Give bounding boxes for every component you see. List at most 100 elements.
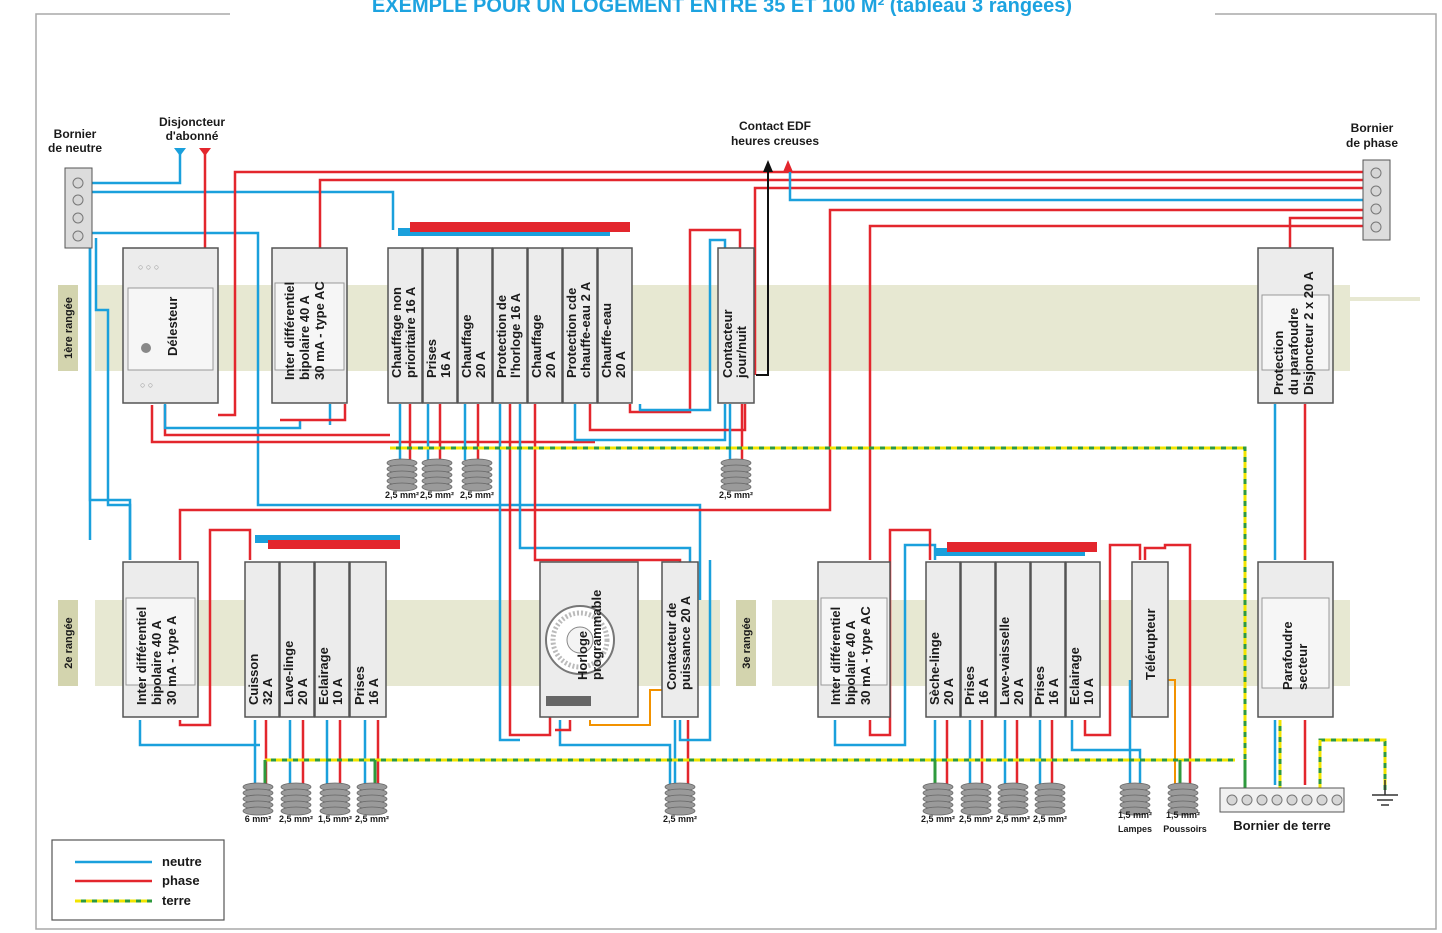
row2-label: 2e rangée (63, 617, 75, 668)
breaker-lave-linge-line1: Lave-linge (281, 641, 296, 705)
cable-row3-label-4: 2,5 mm² (1033, 814, 1067, 824)
breaker-group-row3 (925, 561, 1101, 718)
cable-row3-label-2: 2,5 mm² (959, 814, 993, 824)
busbar-phase-row1 (410, 222, 630, 232)
module-parafoudre (1257, 561, 1334, 718)
earth-terminal-label: Bornier de terre (1233, 818, 1331, 833)
protection-parafoudre-line1: Protection (1271, 331, 1286, 395)
breaker-cuisson-line2: 32 A (260, 677, 275, 705)
breaker-cde-chauffe-eau-line2: chauffe-eau 2 A (578, 281, 593, 378)
module-delesteur-label: Délesteur (165, 297, 180, 356)
module-delesteur: ○ ○ ○ ○ ○ (122, 247, 219, 404)
cable-gland (1034, 782, 1066, 816)
cable-caption-lamps: Lampes (1118, 824, 1152, 834)
breaker-prises-row1-line1: Prises (424, 339, 439, 378)
cable-gland (461, 458, 493, 492)
svg-text:○ ○: ○ ○ (140, 380, 153, 390)
breaker-chauffage-1-line1: Chauffage (459, 314, 474, 378)
breaker-prises-row3a-line1: Prises (962, 666, 977, 705)
breaker-group-row2 (244, 561, 387, 718)
breaker-chauffe-eau-line2: 20 A (613, 350, 628, 378)
parafoudre-line1: Parafoudre (1280, 621, 1295, 690)
disjoncteur-label-1: Disjoncteur (159, 115, 225, 129)
phase-terminal-label-1: Bornier (1351, 121, 1394, 135)
horloge-label-line1: Horloge (575, 631, 590, 680)
breaker-chauffage-1-line2: 20 A (473, 350, 488, 378)
contacteur-jour-nuit-line1: Contacteur (720, 309, 735, 378)
breaker-chauffe-eau-line1: Chauffe-eau (599, 303, 614, 378)
earth-terminal-block (1219, 787, 1345, 813)
module-inter-diff-row1 (271, 247, 348, 404)
edf-contact-label-2: heures creuses (731, 134, 819, 148)
breaker-prises-row1-line2: 16 A (438, 350, 453, 378)
cable-gland (421, 458, 453, 492)
breaker-prises-row2-line2: 16 A (366, 677, 381, 705)
diagram-title: EXEMPLE POUR UN LOGEMENT ENTRE 35 ET 100… (372, 0, 1072, 17)
cable-row3-label-1: 2,5 mm² (921, 814, 955, 824)
protection-parafoudre-line2: du parafoudre (1286, 308, 1301, 395)
horloge-label-line2: programmable (589, 590, 604, 680)
breaker-lave-linge-line2: 20 A (295, 677, 310, 705)
breaker-chauffage-np-line1: Chauffage non (389, 287, 404, 378)
breaker-seche-linge-line2: 20 A (941, 677, 956, 705)
breaker-prises-row3a-line2: 16 A (976, 677, 991, 705)
cable-row1-label-4: 2,5 mm² (719, 490, 753, 500)
cable-row1-label-2: 2,5 mm² (420, 490, 454, 500)
breaker-horloge-line1: Protection de (494, 295, 509, 378)
module-inter-diff-row2 (122, 561, 199, 718)
breaker-eclairage-row2-line2: 10 A (330, 677, 345, 705)
breaker-prises-row3b-line1: Prises (1032, 666, 1047, 705)
legend (51, 839, 225, 921)
cable-row3-label-5: 1,5 mm² (1118, 810, 1152, 820)
legend-phase: phase (162, 873, 200, 888)
row1-label: 1ère rangée (63, 297, 75, 359)
contacteur-jour-nuit-line2: jour/nuit (734, 325, 749, 379)
breaker-prises-row3b-line2: 16 A (1046, 677, 1061, 705)
cable-row2-label-3: 1,5 mm² (318, 814, 352, 824)
module-inter-diff-row1-line3: 30 mA - type AC (312, 281, 327, 380)
cable-gland (280, 782, 312, 816)
neutral-terminal-label-2: de neutre (48, 141, 102, 155)
neutral-arrow-icon (174, 148, 186, 156)
breaker-prises-row2-line1: Prises (352, 666, 367, 705)
cable-row1-label-3: 2,5 mm² (460, 490, 494, 500)
breaker-chauffage-2-line2: 20 A (543, 350, 558, 378)
legend-terre: terre (162, 893, 191, 908)
module-inter-diff-row1-line2: bipolaire 40 A (297, 295, 312, 380)
cable-glands (242, 458, 1199, 816)
cable-gland (319, 782, 351, 816)
cable-row3-label-3: 2,5 mm² (996, 814, 1030, 824)
phase-terminal-block (1362, 159, 1391, 241)
module-inter-diff-row3-line1: Inter différentiel (828, 607, 843, 705)
cable-gland (356, 782, 388, 816)
breaker-seche-linge-line1: Sèche-linge (927, 632, 942, 705)
cable-gland (1119, 782, 1151, 816)
module-contacteur-jour-nuit (717, 247, 755, 404)
module-inter-diff-row3 (817, 561, 891, 718)
svg-text:○ ○ ○: ○ ○ ○ (138, 262, 159, 272)
ground-icon (1372, 780, 1398, 806)
busbar-neutral-row2 (255, 535, 400, 543)
module-inter-diff-row3-line3: 30 mA - type AC (858, 606, 873, 705)
neutral-terminal-label-1: Bornier (54, 127, 97, 141)
phase-arrow-icon (199, 148, 211, 156)
disjoncteur-label-2: d'abonné (166, 129, 219, 143)
breaker-cuisson-line1: Cuisson (246, 654, 261, 705)
module-inter-diff-row3-line2: bipolaire 40 A (843, 620, 858, 705)
cable-gland (960, 782, 992, 816)
breaker-cde-chauffe-eau-line1: Protection cde (564, 288, 579, 378)
cable-row2-label-2: 2,5 mm² (279, 814, 313, 824)
protection-parafoudre-line3: Disjoncteur 2 x 20 A (1301, 271, 1316, 395)
module-inter-diff-row2-line1: Inter différentiel (134, 607, 149, 705)
module-horloge (539, 561, 639, 718)
breaker-chauffage-2-line1: Chauffage (529, 314, 544, 378)
breaker-horloge-line2: l'horloge 16 A (508, 292, 523, 378)
breaker-group-row1 (387, 247, 633, 404)
legend-neutre: neutre (162, 854, 202, 869)
breaker-eclairage-row2-line1: Eclairage (316, 647, 331, 705)
cable-gland (720, 458, 752, 492)
cable-gland (1167, 782, 1199, 816)
cable-gland (386, 458, 418, 492)
cable-row2-label-1: 6 mm² (245, 814, 272, 824)
